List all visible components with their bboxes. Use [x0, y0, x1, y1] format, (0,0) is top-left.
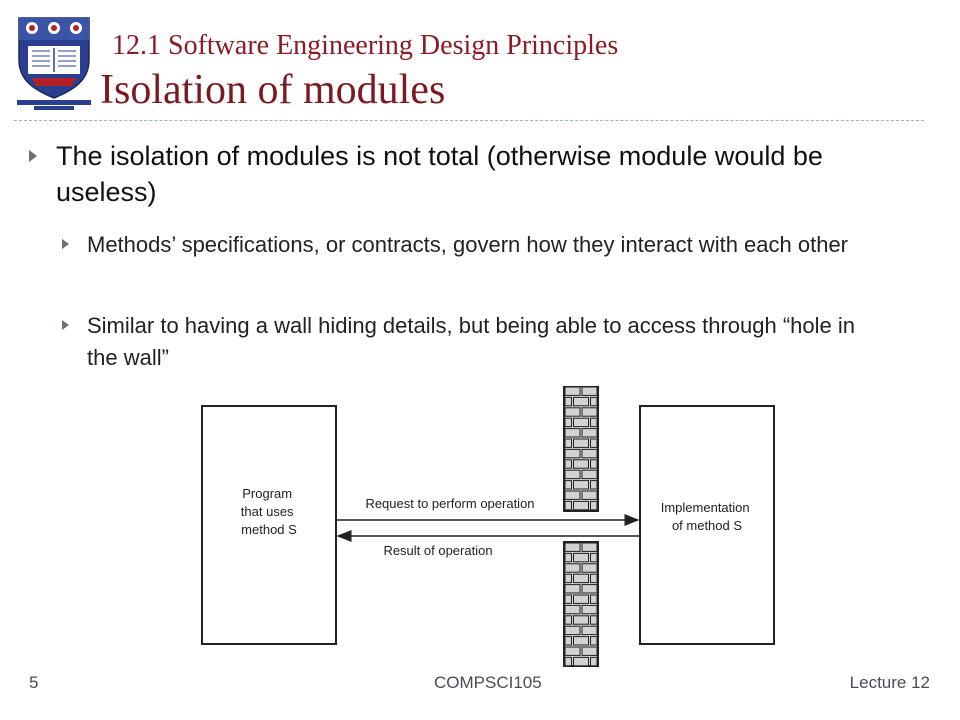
- wall-brick: [581, 490, 598, 500]
- program-box: [201, 405, 337, 645]
- sub-bullet: Methods’ specifications, or contracts, g…: [87, 232, 849, 257]
- wall-brick: [564, 604, 581, 615]
- wall-brick: [573, 500, 589, 511]
- wall-top: [563, 386, 599, 512]
- wall-brick: [590, 417, 598, 428]
- slide-title: Isolation of modules: [100, 67, 446, 113]
- result-label: Result of operation: [383, 543, 492, 558]
- main-bullet: The isolation of modules is not total (o…: [56, 141, 823, 207]
- wall-brick: [590, 459, 598, 469]
- wall-outline: [563, 386, 599, 512]
- wall-brick: [581, 407, 598, 417]
- page-number: 5: [29, 673, 39, 692]
- wall-brick: [564, 469, 581, 480]
- wall-brick: [564, 500, 572, 511]
- wall-brick: [590, 438, 598, 448]
- sub-bullet: Similar to having a wall hiding details,…: [87, 313, 856, 370]
- wall-brick: [564, 459, 572, 469]
- wall-brick: [590, 500, 598, 511]
- wall-brick: [564, 573, 572, 584]
- title-divider: [14, 120, 924, 121]
- wall-brick: [564, 407, 581, 417]
- wall-brick: [581, 428, 598, 438]
- wall-brick: [564, 594, 572, 604]
- wall-brick: [564, 480, 572, 490]
- wall-brick: [590, 636, 598, 646]
- wall-brick: [564, 646, 581, 656]
- wall-brick: [564, 563, 581, 573]
- implementation-box-label: Implementation of method S: [661, 500, 754, 533]
- program-box-label: Program that uses method S: [241, 486, 297, 537]
- wall-brick: [573, 480, 589, 490]
- wall-brick: [590, 396, 598, 407]
- wall-brick: [581, 448, 598, 459]
- wall-brick: [573, 615, 589, 625]
- wall-brick: [564, 542, 581, 552]
- request-label: Request to perform operation: [365, 496, 534, 511]
- wall-brick: [581, 563, 598, 573]
- wall-brick: [573, 552, 589, 563]
- wall-brick: [590, 594, 598, 604]
- slide-subtitle: 12.1 Software Engineering Design Princip…: [112, 30, 619, 61]
- wall-brick: [564, 552, 572, 563]
- wall-brick: [590, 573, 598, 584]
- wall-brick: [573, 417, 589, 428]
- wall-brick: [573, 438, 589, 448]
- wall-brick: [581, 625, 598, 636]
- wall-brick: [564, 584, 581, 594]
- wall-brick: [564, 396, 572, 407]
- wall-brick: [581, 584, 598, 594]
- wall-brick: [581, 646, 598, 656]
- wall-brick: [573, 459, 589, 469]
- wall-brick: [590, 480, 598, 490]
- bullet-arrow-icon: [62, 239, 69, 249]
- wall-brick: [564, 490, 581, 500]
- wall-brick: [564, 656, 572, 667]
- wall-brick: [564, 636, 572, 646]
- wall-brick: [564, 386, 581, 396]
- lecture-label: Lecture 12: [849, 673, 930, 692]
- module-isolation-diagram: Program that uses method S Implementatio…: [201, 386, 775, 667]
- wall-brick: [573, 396, 589, 407]
- wall-brick: [564, 438, 572, 448]
- wall-brick: [573, 636, 589, 646]
- bullet-arrow-icon: [29, 150, 37, 162]
- wall-brick: [590, 552, 598, 563]
- wall-brick: [590, 656, 598, 667]
- wall-brick: [573, 656, 589, 667]
- course-code: COMPSCI105: [434, 673, 542, 692]
- wall-bottom: [563, 541, 599, 667]
- wall-brick: [581, 469, 598, 480]
- wall-brick: [590, 615, 598, 625]
- wall-brick: [564, 428, 581, 438]
- wall-brick: [581, 386, 598, 396]
- bullet-arrow-icon: [62, 320, 69, 330]
- wall-brick: [564, 417, 572, 428]
- wall-brick: [564, 615, 572, 625]
- wall-brick: [573, 573, 589, 584]
- wall-brick: [581, 604, 598, 615]
- wall-brick: [564, 448, 581, 459]
- wall-brick: [573, 594, 589, 604]
- wall-brick: [564, 625, 581, 636]
- wall-brick: [581, 542, 598, 552]
- university-crest-icon: [17, 17, 91, 110]
- implementation-box: [639, 405, 775, 645]
